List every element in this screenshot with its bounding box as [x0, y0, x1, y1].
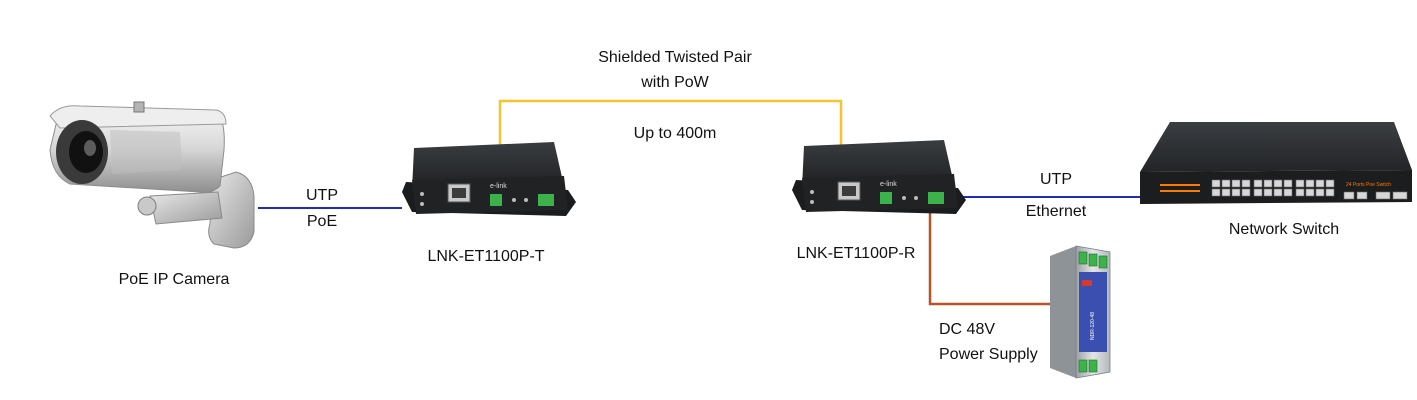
power-supply-label-line2: Power Supply — [939, 346, 1038, 363]
camera-link-label-bottom: PoE — [306, 213, 338, 230]
bullet-camera-icon — [49, 101, 255, 249]
network-switch-icon: 24 Ports Poe Switch — [1140, 122, 1412, 204]
ethernet-extender-icon: e-link — [402, 142, 576, 216]
shielded-pair-link — [498, 99, 843, 146]
camera-label: PoE IP Camera — [118, 271, 230, 288]
brand-logo-text: e-link — [490, 183, 507, 190]
receiver-label: LNK-ET1100P-R — [796, 245, 916, 262]
power-link — [928, 212, 1052, 306]
pair-link-label-line1: Shielded Twisted Pair — [598, 49, 752, 66]
din-rail-psu-icon: NDR-120-48 — [1050, 245, 1111, 379]
psu-model-text: NDR-120-48 — [1090, 312, 1096, 340]
power-supply-label-line1: DC 48V — [939, 321, 996, 338]
switch-panel-text: 24 Ports Poe Switch — [1346, 182, 1391, 188]
switch-link-label-top: UTP — [1040, 171, 1072, 188]
transmitter-label: LNK-ET1100P-T — [427, 248, 545, 265]
pair-link-label-line2: with PoW — [641, 74, 709, 91]
ethernet-extender-icon: e-link — [792, 140, 966, 214]
switch-link-label-bottom: Ethernet — [1025, 203, 1087, 220]
camera-link-label-top: UTP — [306, 187, 338, 204]
switch-label: Network Switch — [1228, 221, 1340, 238]
pair-link-distance: Up to 400m — [633, 125, 717, 142]
brand-logo-text: e-link — [880, 181, 897, 188]
